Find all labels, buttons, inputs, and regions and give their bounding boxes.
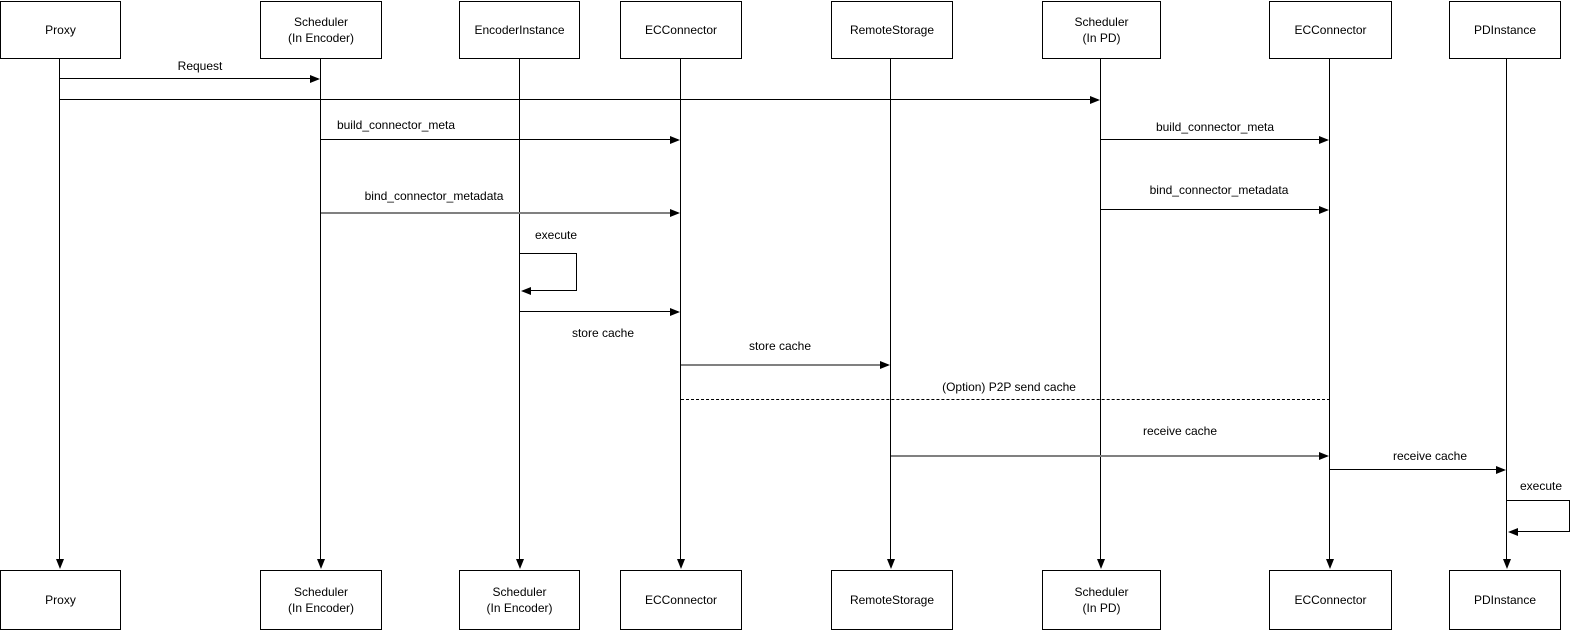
actor-bottom-box-proxy: Proxy [0, 570, 121, 630]
arrowhead-right-icon [1319, 206, 1329, 214]
arrowhead-down-icon [56, 559, 64, 569]
arrowhead-down-icon [1097, 559, 1105, 569]
message-line-receive-cache-10 [1330, 469, 1504, 470]
actor-bottom-box-ec-connector-encoder: ECConnector [620, 570, 742, 630]
arrowhead-down-icon [1503, 559, 1511, 569]
actor-bottom-box-encoder-instance: Scheduler (In Encoder) [459, 570, 580, 630]
actor-top-box-ec-connector-encoder: ECConnector [620, 1, 742, 59]
arrowhead-right-icon [310, 75, 320, 83]
actor-top-box-proxy: Proxy [0, 1, 121, 59]
actor-top-box-scheduler-in-pd: Scheduler (In PD) [1042, 1, 1161, 59]
message-label-3: bind_connector_metadata [362, 189, 506, 203]
lifeline-scheduler-in-pd [1100, 59, 1101, 560]
message-label-0: Request [175, 59, 225, 73]
actor-bottom-box-scheduler-in-encoder: Scheduler (In Encoder) [260, 570, 382, 630]
arrowhead-right-icon [670, 308, 680, 316]
actor-top-box-scheduler-in-encoder: Scheduler (In Encoder) [260, 1, 382, 59]
arrowhead-right-icon [880, 361, 890, 369]
arrowhead-right-icon [670, 136, 680, 144]
actor-top-box-remote-storage: RemoteStorage [831, 1, 953, 59]
arrowhead-down-icon [677, 559, 685, 569]
actor-bottom-box-pd-instance: PDInstance [1449, 570, 1561, 630]
arrowhead-down-icon [516, 559, 524, 569]
self-loop-label-1: execute [1517, 479, 1565, 493]
message-label-8: (Option) P2P send cache [940, 380, 1078, 394]
lifeline-encoder-instance [519, 59, 520, 560]
lifeline-remote-storage [890, 59, 891, 560]
arrowhead-left-icon [521, 287, 531, 295]
message-line-request-0 [60, 78, 318, 79]
actor-top-box-encoder-instance: EncoderInstance [459, 1, 580, 59]
arrowhead-down-icon [317, 559, 325, 569]
self-loop-right-1 [1569, 500, 1570, 531]
message-label-7: store cache [746, 339, 814, 353]
message-label-9: receive cache [1140, 424, 1220, 438]
message-label-10: receive cache [1390, 449, 1470, 463]
message-line-bind-connector-metadata-5 [1101, 209, 1327, 210]
arrowhead-right-icon [1090, 96, 1100, 104]
message-line--option-p2p-send-cache-8 [681, 399, 1330, 400]
message-line-receive-cache-9 [891, 455, 1327, 457]
message-line-build-connector-meta-2 [321, 139, 678, 140]
arrowhead-right-icon [670, 209, 680, 217]
message-line-bind-connector-metadata-3 [321, 212, 678, 214]
actor-top-box-pd-instance: PDInstance [1449, 1, 1561, 59]
message-label-6: store cache [569, 326, 637, 340]
lifeline-ec-connector-encoder [680, 59, 681, 560]
lifeline-ec-connector-pd [1329, 59, 1330, 560]
message-line-build-connector-meta-4 [1101, 139, 1327, 140]
message-line-store-cache-7 [681, 364, 888, 366]
self-loop-label-0: execute [532, 228, 580, 242]
actor-bottom-box-remote-storage: RemoteStorage [831, 570, 953, 630]
actor-bottom-box-ec-connector-pd: ECConnector [1269, 570, 1392, 630]
self-loop-top-1 [1507, 500, 1570, 501]
arrowhead-down-icon [887, 559, 895, 569]
arrowhead-right-icon [1319, 136, 1329, 144]
self-loop-right-0 [576, 253, 577, 290]
self-loop-top-0 [520, 253, 577, 254]
self-loop-bottom-1 [1517, 531, 1570, 532]
lifeline-proxy [59, 59, 60, 560]
self-loop-bottom-0 [530, 290, 577, 291]
arrowhead-right-icon [1496, 466, 1506, 474]
message-line-store-cache-6 [520, 311, 678, 312]
arrowhead-right-icon [1319, 452, 1329, 460]
actor-top-box-ec-connector-pd: ECConnector [1269, 1, 1392, 59]
arrowhead-left-icon [1508, 528, 1518, 536]
arrowhead-down-icon [1326, 559, 1334, 569]
lifeline-pd-instance [1506, 59, 1507, 560]
lifeline-scheduler-in-encoder [320, 59, 321, 560]
actor-bottom-box-scheduler-in-pd: Scheduler (In PD) [1042, 570, 1161, 630]
message-label-2: build_connector_meta [334, 118, 458, 132]
message-line-unlabeled-1 [60, 99, 1098, 100]
message-label-4: build_connector_meta [1153, 120, 1277, 134]
message-label-5: bind_connector_metadata [1147, 183, 1291, 197]
